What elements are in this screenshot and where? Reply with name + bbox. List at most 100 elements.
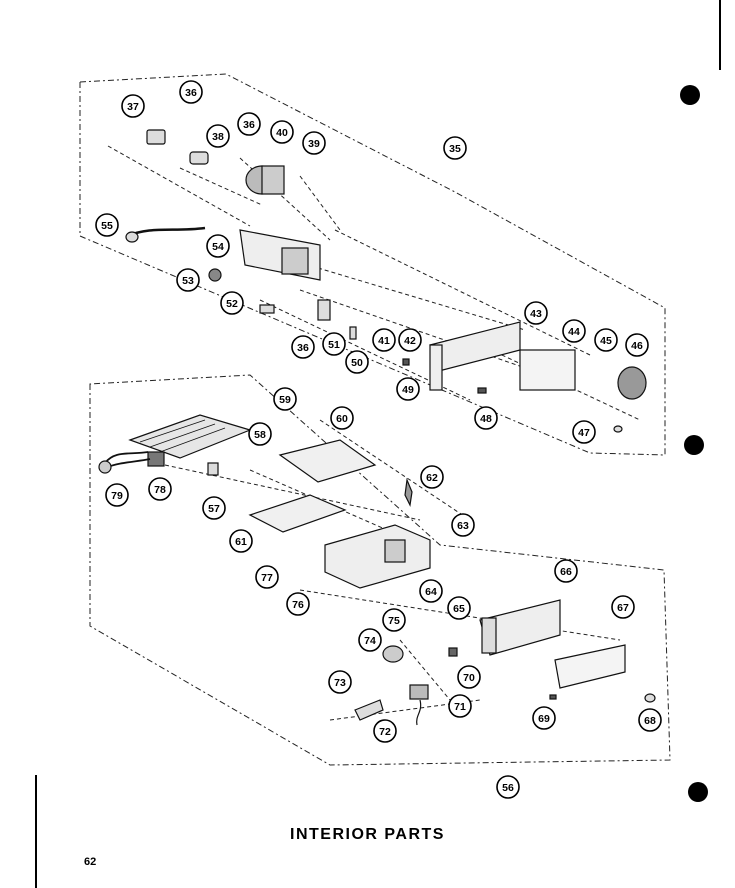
callout-number: 69 (538, 713, 550, 725)
callout-circle (496, 775, 520, 799)
callout-circle (382, 608, 406, 632)
callout-number: 62 (426, 472, 438, 484)
callout-number: 76 (292, 599, 304, 611)
callout-36b: 36 (237, 112, 261, 136)
binder-hole-1 (680, 85, 700, 105)
callout-49: 49 (396, 377, 420, 401)
callout-number: 78 (154, 484, 166, 496)
callout-circle (638, 708, 662, 732)
callout-circle (554, 559, 578, 583)
callout-circle (611, 595, 635, 619)
callout-number: 72 (379, 726, 391, 738)
callout-number: 56 (502, 782, 514, 794)
callout-number: 40 (276, 127, 288, 139)
callout-48: 48 (474, 406, 498, 430)
callout-circle (420, 465, 444, 489)
callout-circle (202, 496, 226, 520)
callout-circle (532, 706, 556, 730)
callout-circle (562, 319, 586, 343)
callout-number: 53 (182, 275, 194, 287)
callout-41: 41 (372, 328, 396, 352)
callout-45: 45 (594, 328, 618, 352)
left-page-edge (35, 775, 37, 888)
callout-circle (524, 301, 548, 325)
callout-number: 64 (425, 586, 437, 598)
callout-circle (270, 120, 294, 144)
callout-number: 70 (463, 672, 475, 684)
callout-number: 54 (212, 241, 224, 253)
callout-number: 77 (261, 572, 273, 584)
callout-number: 52 (226, 298, 238, 310)
callout-circle (451, 513, 475, 537)
callout-number: 67 (617, 602, 629, 614)
callout-number: 36 (185, 87, 197, 99)
callout-number: 35 (449, 143, 461, 155)
callout-58: 58 (248, 422, 272, 446)
callout-number: 50 (351, 357, 363, 369)
callout-69: 69 (532, 706, 556, 730)
callout-circle (105, 483, 129, 507)
callout-circle (95, 213, 119, 237)
callout-number: 63 (457, 520, 469, 532)
page-number: 62 (84, 856, 97, 868)
callout-circle (396, 377, 420, 401)
callout-circle (330, 406, 354, 430)
callout-number: 45 (600, 335, 612, 347)
callout-37: 37 (121, 94, 145, 118)
callout-circle (625, 333, 649, 357)
callout-circle (474, 406, 498, 430)
page-title: INTERIOR PARTS (290, 826, 445, 843)
callout-number: 66 (560, 566, 572, 578)
callout-56: 56 (496, 775, 520, 799)
callout-circle (572, 420, 596, 444)
callout-number: 65 (453, 603, 465, 615)
callout-circle (358, 628, 382, 652)
callout-circle (457, 665, 481, 689)
callout-number: 59 (279, 394, 291, 406)
callout-75: 75 (382, 608, 406, 632)
callout-number: 48 (480, 413, 492, 425)
callout-number: 39 (308, 138, 320, 150)
callout-circle (594, 328, 618, 352)
callout-72: 72 (373, 719, 397, 743)
callout-52: 52 (220, 291, 244, 315)
callout-number: 55 (101, 220, 113, 232)
callout-circle (237, 112, 261, 136)
callout-circle (206, 234, 230, 258)
callout-43: 43 (524, 301, 548, 325)
callout-46: 46 (625, 333, 649, 357)
part-drawings (98, 129, 656, 726)
callout-circle (220, 291, 244, 315)
callout-number: 41 (378, 335, 390, 347)
callout-36a: 36 (179, 80, 203, 104)
callout-number: 71 (454, 701, 466, 713)
callout-circle (302, 131, 326, 155)
callout-number: 74 (364, 635, 376, 647)
callout-44: 44 (562, 319, 586, 343)
callout-35: 35 (443, 136, 467, 160)
callout-number: 68 (644, 715, 656, 727)
callout-65: 65 (447, 596, 471, 620)
callout-61: 61 (229, 529, 253, 553)
callout-circle (345, 350, 369, 374)
callout-40: 40 (270, 120, 294, 144)
callout-76: 76 (286, 592, 310, 616)
callout-54: 54 (206, 234, 230, 258)
callout-number: 46 (631, 340, 643, 352)
callout-66: 66 (554, 559, 578, 583)
callout-circle (206, 124, 230, 148)
callout-78: 78 (148, 477, 172, 501)
callout-74: 74 (358, 628, 382, 652)
callout-64: 64 (419, 579, 443, 603)
callout-71: 71 (448, 694, 472, 718)
callout-circle (229, 529, 253, 553)
callout-55: 55 (95, 213, 119, 237)
callout-circle (373, 719, 397, 743)
callout-47: 47 (572, 420, 596, 444)
callout-51: 51 (322, 332, 346, 356)
callout-59: 59 (273, 387, 297, 411)
callout-62: 62 (420, 465, 444, 489)
callout-circle (121, 94, 145, 118)
